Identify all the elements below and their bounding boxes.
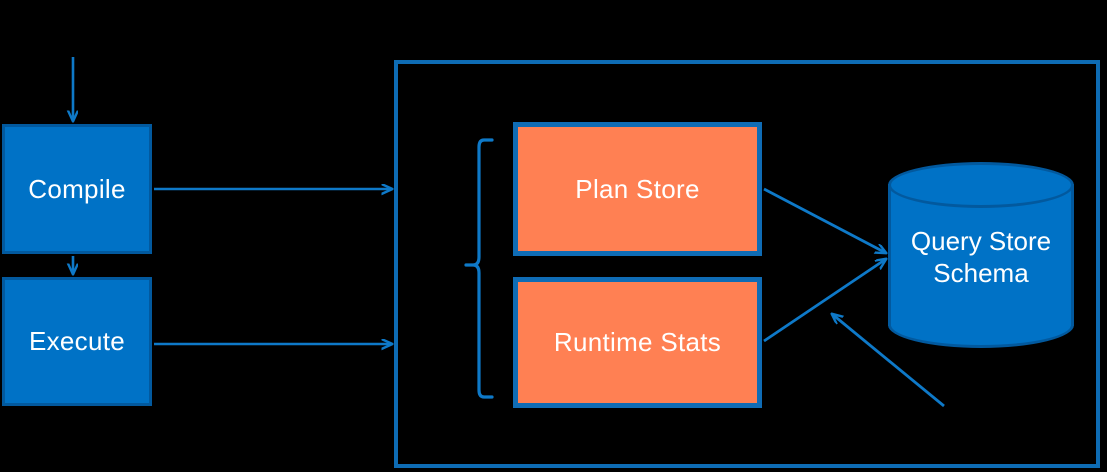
node-query-store-schema[interactable]: Query Store Schema xyxy=(888,162,1074,348)
node-runtime-stats[interactable]: Runtime Stats xyxy=(513,277,762,408)
node-query-store-schema-line1: Query Store xyxy=(910,226,1052,257)
node-query-store-schema-line2: Schema xyxy=(933,258,1029,288)
cylinder-top-ellipse xyxy=(888,162,1074,208)
node-plan-store[interactable]: Plan Store xyxy=(513,122,762,256)
node-compile-label: Compile xyxy=(28,173,126,204)
query-store-container xyxy=(394,60,1100,468)
node-compile[interactable]: Compile xyxy=(2,124,152,254)
node-plan-store-label: Plan Store xyxy=(575,173,700,204)
node-execute[interactable]: Execute xyxy=(2,277,152,406)
node-execute-label: Execute xyxy=(28,326,126,357)
node-query-store-schema-label: Query Store Schema xyxy=(888,220,1074,289)
node-runtime-stats-label: Runtime Stats xyxy=(553,327,722,358)
